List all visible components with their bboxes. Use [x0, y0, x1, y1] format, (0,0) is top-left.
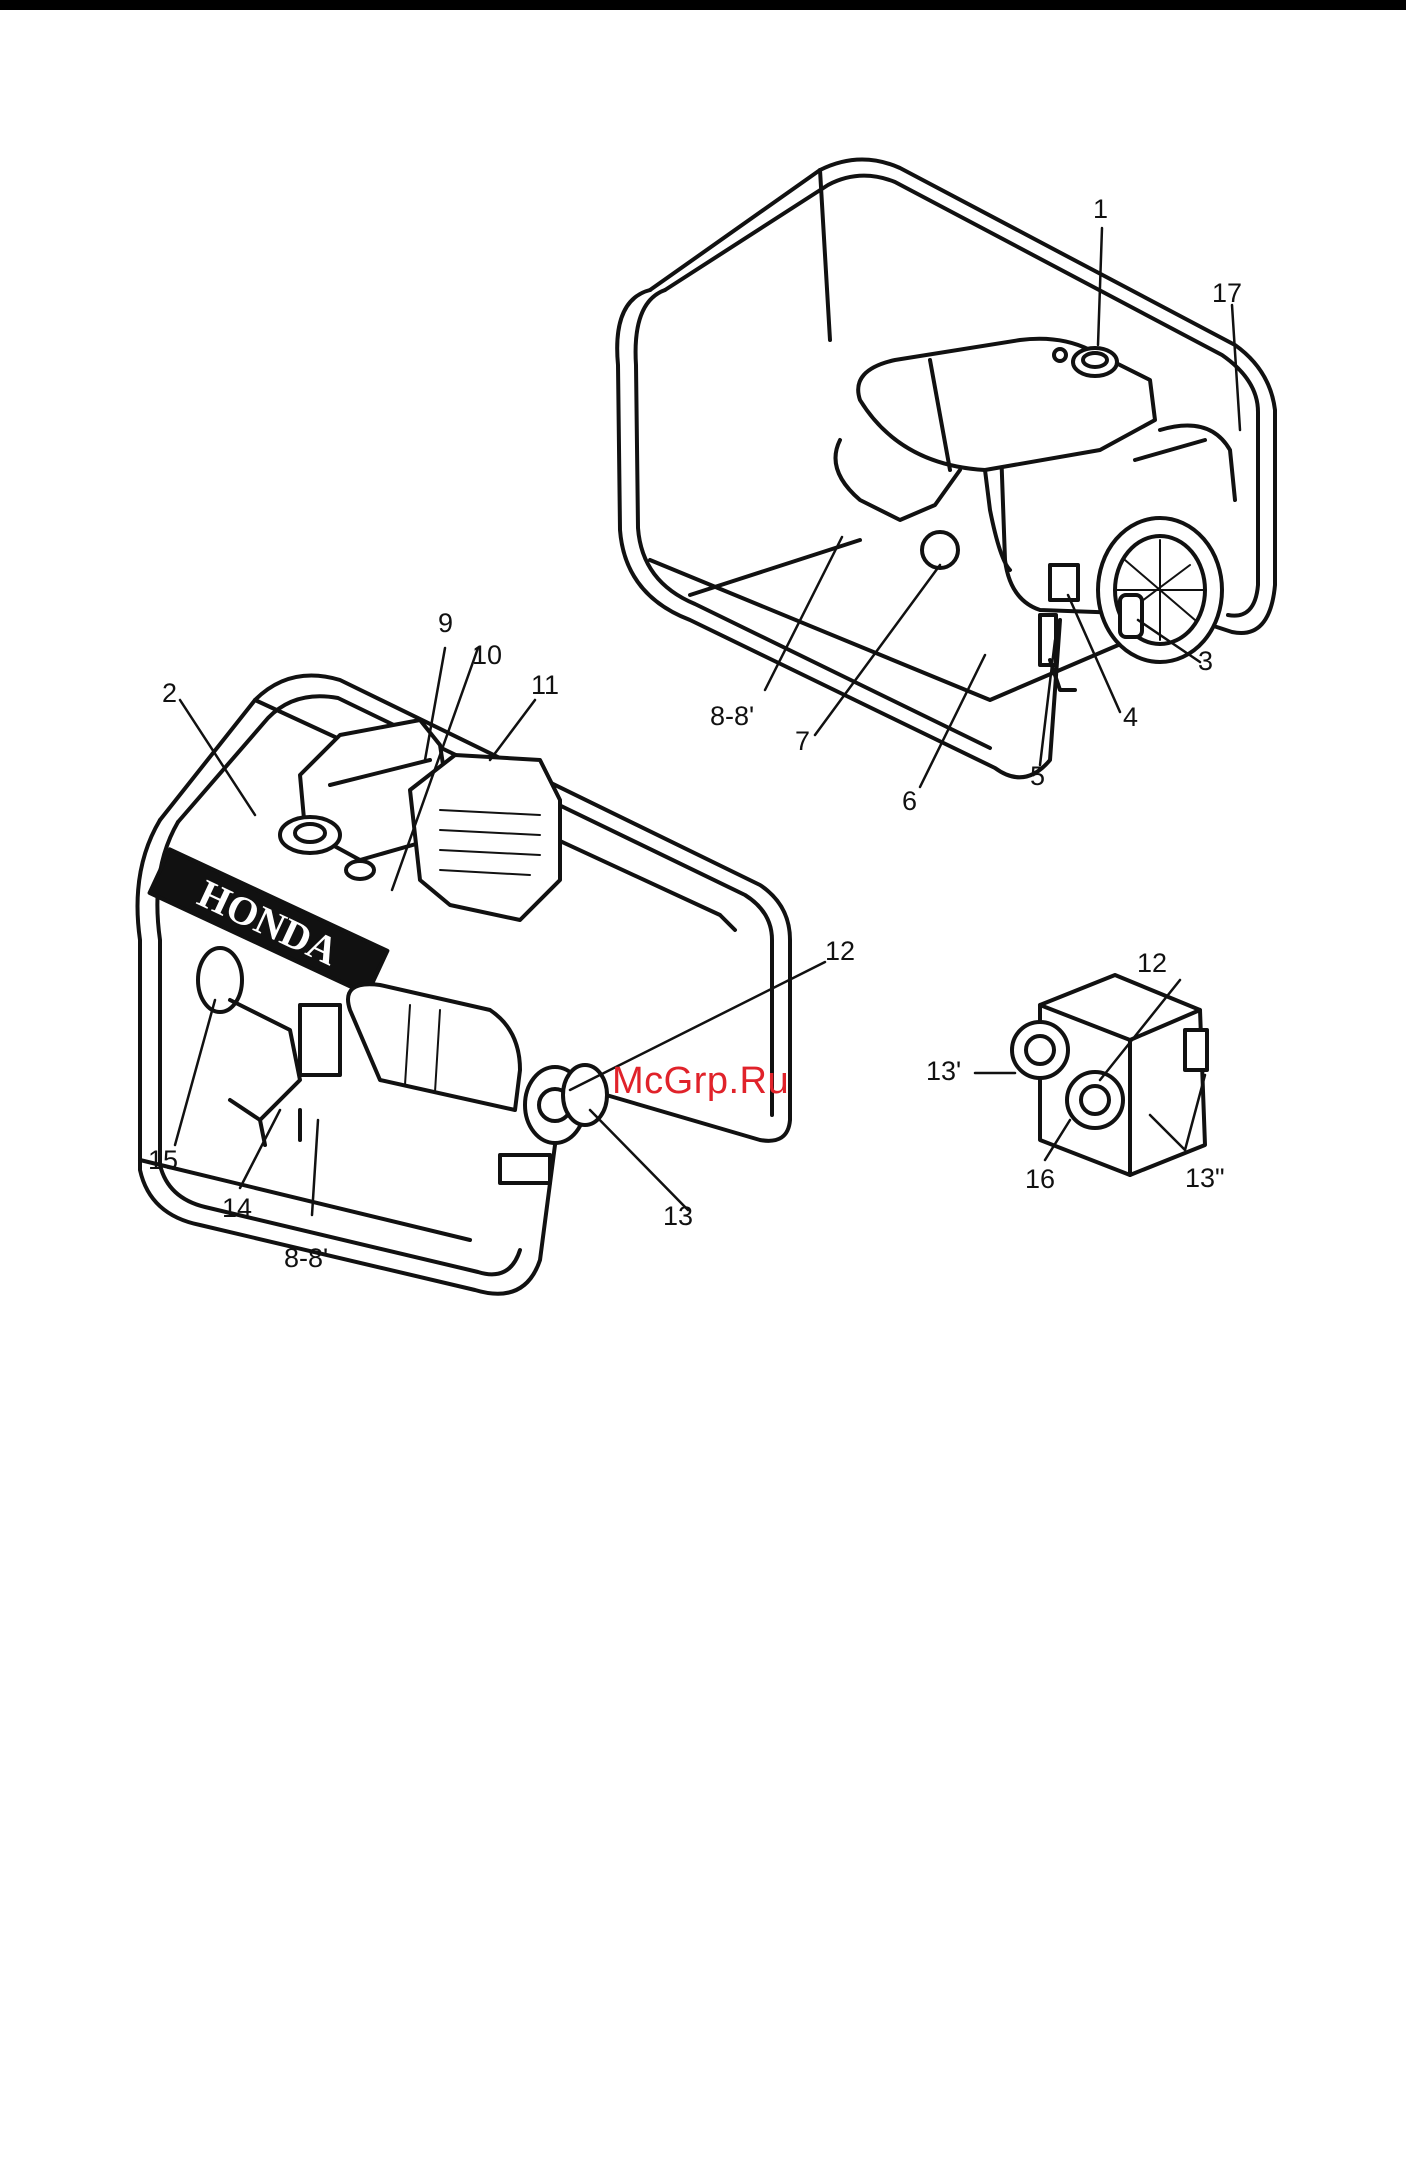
callout-6: 6 — [902, 788, 917, 815]
callout-4: 4 — [1123, 704, 1138, 731]
callout-14: 14 — [222, 1195, 252, 1222]
watermark: McGrp.Ru — [612, 1060, 789, 1103]
callout-7: 7 — [795, 728, 810, 755]
callout-11: 11 — [531, 672, 559, 699]
callout-13-prime: 13' — [926, 1058, 961, 1085]
receptacle-detail — [1012, 975, 1207, 1175]
callout-8-8-top: 8-8' — [710, 703, 754, 730]
callout-13-double-prime: 13" — [1185, 1165, 1225, 1192]
callout-12: 12 — [825, 938, 855, 965]
callout-1: 1 — [1093, 196, 1108, 223]
callout-5: 5 — [1030, 763, 1045, 790]
generator-rear-view — [617, 159, 1275, 777]
callout-16: 16 — [1025, 1166, 1055, 1193]
generator-illustration: HONDA — [0, 0, 1406, 1320]
callout-8-8-bottom: 8-8' — [284, 1245, 328, 1272]
callout-9: 9 — [438, 610, 453, 637]
callout-3: 3 — [1198, 648, 1213, 675]
callout-12-detail: 12 — [1137, 950, 1167, 977]
callout-10: 10 — [472, 642, 502, 669]
callout-2: 2 — [162, 680, 177, 707]
callout-17: 17 — [1212, 280, 1242, 307]
callout-15: 15 — [148, 1147, 178, 1174]
callout-13: 13 — [663, 1203, 693, 1230]
